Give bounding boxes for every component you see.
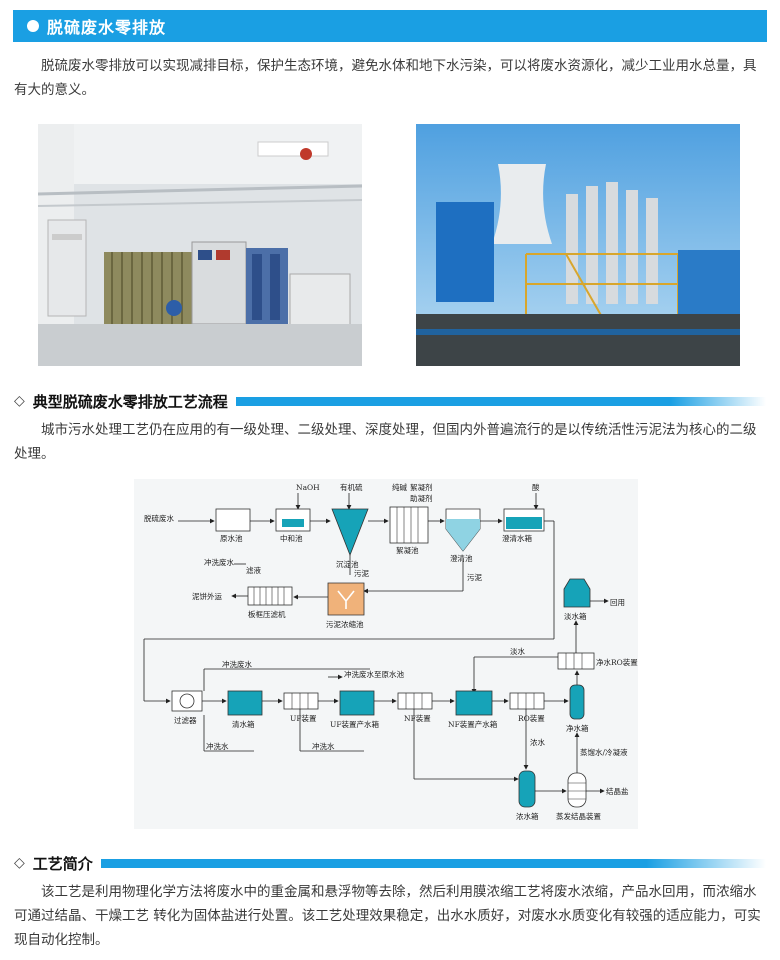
fresh-water-tank-label: 淡水箱: [564, 611, 587, 621]
uf-unit: [283, 692, 319, 710]
raw-tank: [215, 508, 251, 532]
heading-bar-2: [100, 858, 766, 868]
nf-unit: [397, 692, 433, 710]
intro-paragraph: 脱硫废水零排放可以实现减排目标，保护生态环境，避免水体和地下水污染，可以将废水资…: [14, 58, 757, 98]
conc-tank-label: 浓水箱: [516, 811, 539, 821]
sludge-thickener-label: 污泥浓缩池: [326, 619, 364, 629]
fresh-water-label: 淡水: [510, 646, 525, 656]
uf-product-tank: [339, 690, 375, 716]
input-label: 脱硫废水: [144, 513, 174, 523]
settle-tank-label: 沉淀池: [336, 559, 359, 569]
clarify-tank-label: 澄清池: [450, 553, 473, 563]
ro-unit: [509, 692, 545, 710]
flush-water-label-2: 冲洗废水: [222, 659, 252, 669]
filter-press: [247, 586, 293, 606]
conc-tank: [518, 770, 536, 808]
clean-water-tank: [227, 690, 263, 716]
steam-cond-label: 蒸馏水/冷凝液: [580, 747, 628, 757]
nf-product-label: NF装置产水箱: [448, 719, 498, 729]
section-title-bar: 脱硫废水零排放: [13, 10, 767, 42]
heading-bar: [235, 396, 766, 406]
filtrate-label: 滤液: [246, 565, 261, 575]
fresh-water-tank: [563, 578, 591, 608]
conc-water-label: 浓水: [530, 737, 545, 747]
clean-water-tank-label: 清水箱: [232, 719, 255, 729]
chem-c-label: 助凝剂: [410, 493, 433, 503]
intro2-paragraph: 该工艺是利用物理化学方法将废水中的重金属和悬浮物等去除，然后利用膜浓缩工艺将废水…: [14, 884, 761, 948]
ro-purify-unit: [557, 652, 595, 670]
diamond-icon: ◇: [14, 393, 25, 409]
page-title: 脱硫废水零排放: [47, 18, 167, 37]
ro-label: RO装置: [518, 713, 545, 723]
salt-label: 结晶盐: [606, 786, 629, 796]
pure-water-tank: [569, 684, 585, 720]
filter-label: 过滤器: [174, 715, 197, 725]
acid-label: 酸: [532, 482, 540, 492]
process-flow-diagram: 脱硫废水 原水池 NaOH 中和池 有机硫 沉淀池 纯碱 絮凝剂 助凝剂 絮凝池…: [134, 479, 638, 829]
flush-water-label: 冲洗废水: [204, 557, 234, 567]
organic-sulfur-label: 有机硫: [340, 482, 363, 492]
floc-tank: [389, 506, 429, 544]
uf-label: UF装置: [290, 713, 317, 723]
sludge-label-2: 污泥: [467, 573, 482, 582]
intro2-section-heading: ◇ 工艺简介: [14, 851, 766, 875]
outdoor-plant-photo: [416, 124, 740, 366]
chem-a-label: 纯碱: [392, 482, 407, 492]
uf-product-label: UF装置产水箱: [330, 719, 380, 729]
process-section-heading: ◇ 典型脱硫废水零排放工艺流程: [14, 389, 766, 413]
diamond-icon-2: ◇: [14, 855, 25, 871]
ro-purify-label: 净水RO装置: [596, 657, 638, 667]
mud-out-label: 泥饼外运: [192, 591, 222, 601]
settle-tank: [331, 508, 369, 557]
nf-product-tank: [455, 690, 493, 716]
evaporator: [567, 772, 587, 808]
neutral-tank-label: 中和池: [280, 533, 303, 543]
sludge-thickener: [327, 582, 365, 616]
evap-label: 蒸发结晶装置: [556, 811, 601, 821]
sludge-label: 污泥: [354, 569, 369, 578]
nf-label: NF装置: [404, 713, 431, 723]
flush-to-raw-label: 冲洗废水至原水池: [344, 669, 404, 679]
filter-press-label: 板框压滤机: [248, 609, 286, 619]
flush-water2-label-b: 冲洗水: [312, 741, 335, 751]
reuse-label: 回用: [610, 598, 625, 607]
naoh-label: NaOH: [296, 483, 320, 492]
process-section-title: 典型脱硫废水零排放工艺流程: [32, 392, 228, 411]
raw-tank-label: 原水池: [220, 533, 243, 543]
process-paragraph: 城市污水处理工艺仍在应用的有一级处理、二级处理、深度处理，但国内外普遍流行的是以…: [14, 422, 757, 462]
intro2-section-title: 工艺简介: [32, 854, 93, 873]
floc-tank-label: 絮凝池: [396, 545, 419, 555]
flush-water2-label: 冲洗水: [206, 741, 229, 751]
bullet-dot-icon: [27, 20, 39, 32]
pure-water-tank-label: 净水箱: [566, 723, 589, 733]
clear-water-tank-label: 澄清水箱: [502, 533, 532, 543]
chem-b-label: 絮凝剂: [410, 482, 433, 492]
indoor-equipment-photo: [38, 124, 362, 366]
